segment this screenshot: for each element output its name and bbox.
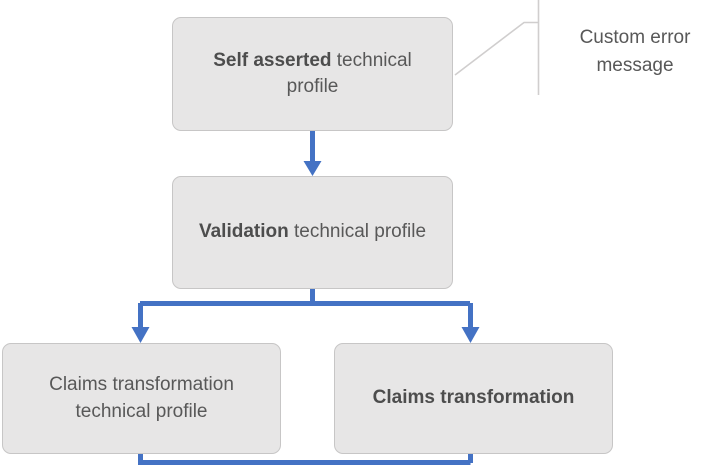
node-self-asserted-technical-profile[interactable]: Self asserted technical profile: [172, 17, 453, 131]
arrow-validation-branch: [131, 289, 480, 343]
node-claims-transformation-technical-profile[interactable]: Claims transformation technical profile: [2, 343, 281, 454]
node-claims-transformation[interactable]: Claims transformation: [334, 343, 613, 454]
node-validation-technical-profile[interactable]: Validation technical profile: [172, 176, 453, 289]
node-label: Validation technical profile: [187, 219, 438, 245]
node-label-emphasis: Self asserted: [213, 49, 332, 71]
callout-leader: [454, 0, 540, 95]
node-label-rest: technical profile: [288, 221, 427, 243]
node-label: Claims transformation technical profile: [49, 374, 234, 422]
node-label-rest: technical profile: [286, 49, 412, 97]
node-label: Claims transformation: [372, 387, 575, 409]
callout-custom-error-message: Custom error message: [579, 27, 691, 76]
arrow-self-asserted-to-validation: [303, 131, 322, 176]
node-label: Self asserted technical profile: [187, 48, 438, 100]
node-label-emphasis: Validation: [198, 221, 289, 243]
